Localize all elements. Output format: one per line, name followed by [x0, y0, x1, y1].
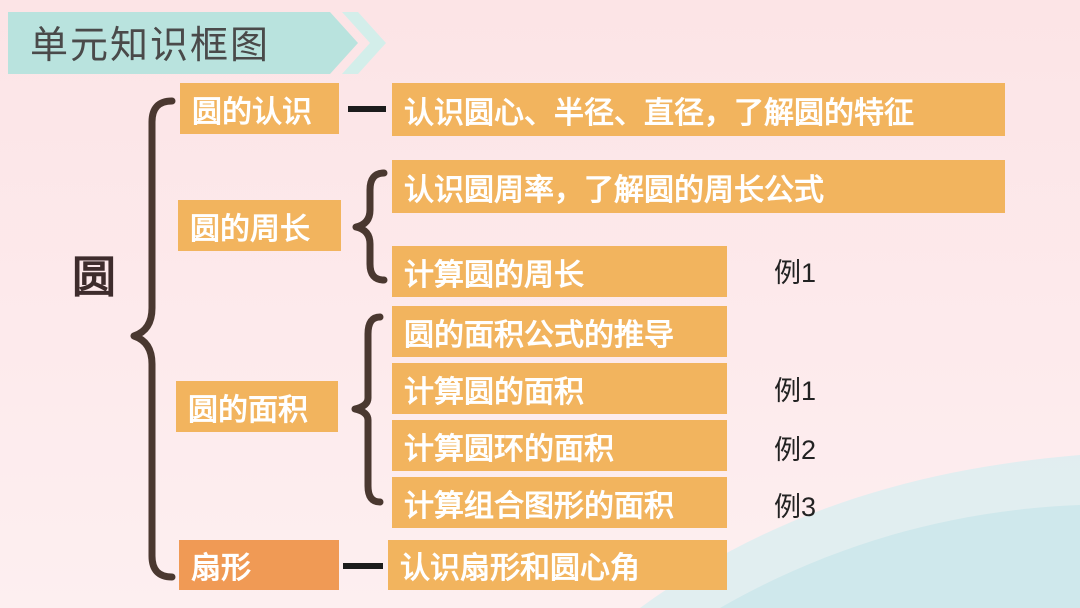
item-composite-area: 计算组合图形的面积 — [392, 477, 727, 528]
item-recognize-features: 认识圆心、半径、直径，了解圆的特征 — [392, 83, 1005, 136]
page-title: 单元知识框图 — [30, 23, 271, 67]
root-node-circle: 圆 — [72, 252, 116, 303]
item-area-derivation: 圆的面积公式的推导 — [392, 306, 727, 357]
title-banner-shape — [8, 12, 386, 74]
example-label: 例3 — [774, 492, 817, 522]
item-calc-perimeter: 计算圆的周长 — [392, 246, 727, 297]
item-calc-area: 计算圆的面积 — [392, 363, 727, 414]
example-label: 例2 — [774, 435, 817, 465]
example-label: 例1 — [774, 258, 817, 288]
perimeter-bracket — [352, 169, 388, 284]
item-recognize-sector: 认识扇形和圆心角 — [388, 540, 727, 590]
branch-sector: 扇形 — [179, 540, 339, 590]
root-bracket — [130, 97, 176, 581]
branch-circle-recognition: 圆的认识 — [180, 83, 339, 134]
branch-circle-area: 圆的面积 — [176, 381, 338, 432]
example-label: 例1 — [774, 376, 817, 406]
area-bracket — [351, 313, 384, 506]
item-pi-formula: 认识圆周率，了解圆的周长公式 — [392, 160, 1005, 213]
branch-circle-perimeter: 圆的周长 — [178, 200, 341, 251]
item-annulus-area: 计算圆环的面积 — [392, 420, 727, 471]
